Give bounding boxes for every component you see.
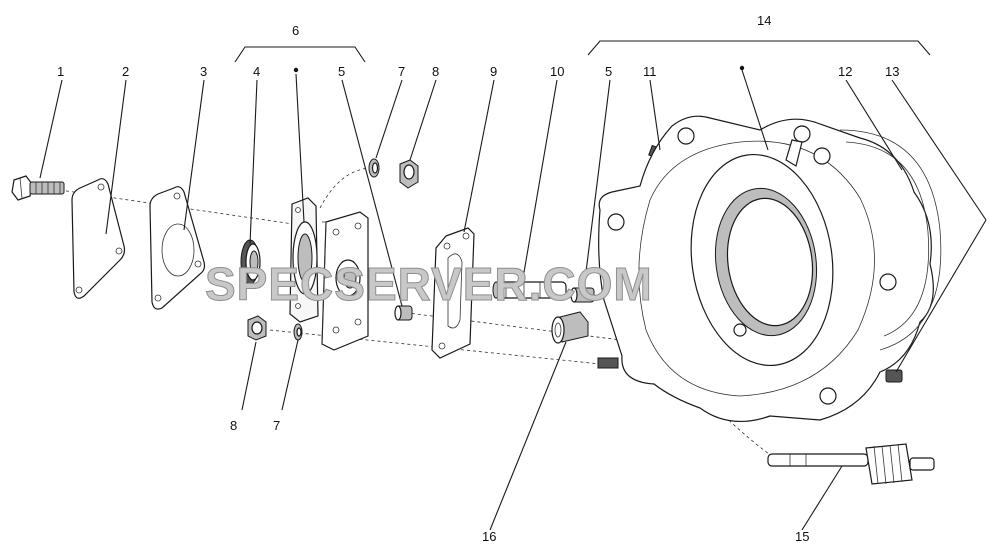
part-5-pin-right — [570, 287, 595, 303]
callout-2: 2 — [122, 64, 129, 79]
part-9-gasket — [431, 227, 475, 359]
part-12-ring — [839, 129, 942, 351]
part-15-drive-shaft — [767, 443, 935, 485]
part-2-gasket — [71, 178, 126, 299]
callout-12: 12 — [838, 64, 852, 79]
callout-16: 16 — [482, 529, 496, 544]
watermark-text: SPECSERVER.COM — [205, 258, 653, 310]
callout-10: 10 — [550, 64, 564, 79]
part-7-washer-upper — [368, 158, 380, 178]
part-14-main-housing — [598, 115, 934, 422]
part-13-plug — [885, 369, 903, 383]
callout-8-upper: 8 — [432, 64, 439, 79]
part-1-bolt — [11, 175, 65, 201]
dot-marker-6 — [293, 67, 299, 73]
part-10-shaft — [492, 281, 567, 299]
dot-marker-14 — [739, 65, 745, 71]
callout-7-lower: 7 — [273, 418, 280, 433]
part-stud-lower — [597, 357, 619, 369]
callout-15: 15 — [795, 529, 809, 544]
callout-11: 11 — [643, 64, 657, 79]
callout-1: 1 — [57, 64, 64, 79]
callout-13: 13 — [885, 64, 899, 79]
assembly-path-15 — [659, 344, 781, 463]
callout-4: 4 — [253, 64, 260, 79]
part-6-cover — [321, 211, 369, 351]
callout-5-left: 5 — [338, 64, 345, 79]
part-6-housing — [289, 197, 319, 323]
bracket-6 — [234, 46, 366, 63]
part-8-nut-lower — [247, 315, 267, 341]
leader-lines — [39, 69, 987, 531]
callout-5-right: 5 — [605, 64, 612, 79]
assembly-path-7 — [319, 167, 371, 209]
callout-3: 3 — [200, 64, 207, 79]
part-8-nut-upper — [399, 159, 419, 189]
part-5-pin-left — [394, 305, 413, 321]
part-16-bushing — [551, 311, 589, 344]
callout-8-lower: 8 — [230, 418, 237, 433]
part-7-washer-lower — [293, 323, 303, 341]
bracket-14 — [587, 40, 931, 56]
part-3-gasket — [149, 186, 206, 310]
callout-14: 14 — [757, 13, 771, 28]
callout-7-upper: 7 — [398, 64, 405, 79]
callout-9: 9 — [490, 64, 497, 79]
callout-6: 6 — [292, 23, 299, 38]
